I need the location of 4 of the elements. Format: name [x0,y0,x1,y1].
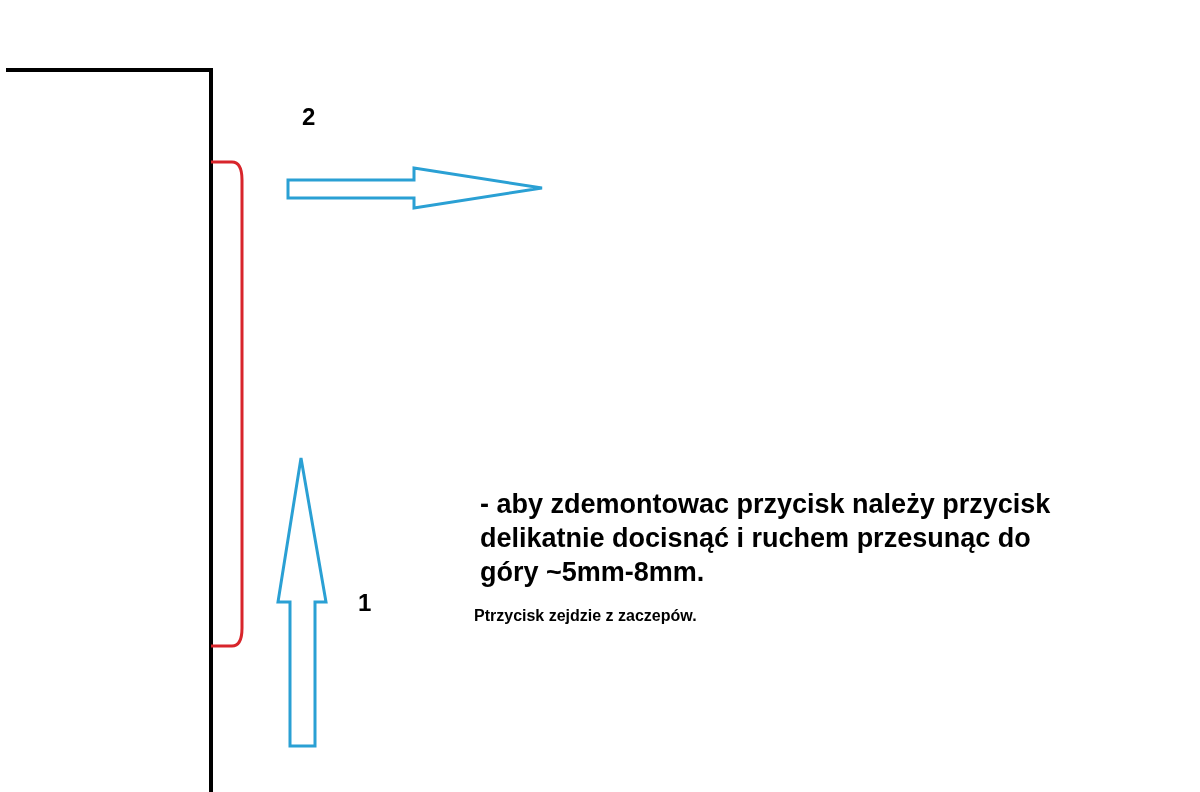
instruction-text: - aby zdemontowac przycisk należy przycisk delikatnie docisnąć i ruchem przesunąc do góry ~5mm-8mm. [480,488,1052,589]
step-number: 2 [302,102,317,132]
note-text: Ptrzycisk zejdzie z zaczepów. [474,606,698,626]
step-number: 1 [358,588,373,618]
